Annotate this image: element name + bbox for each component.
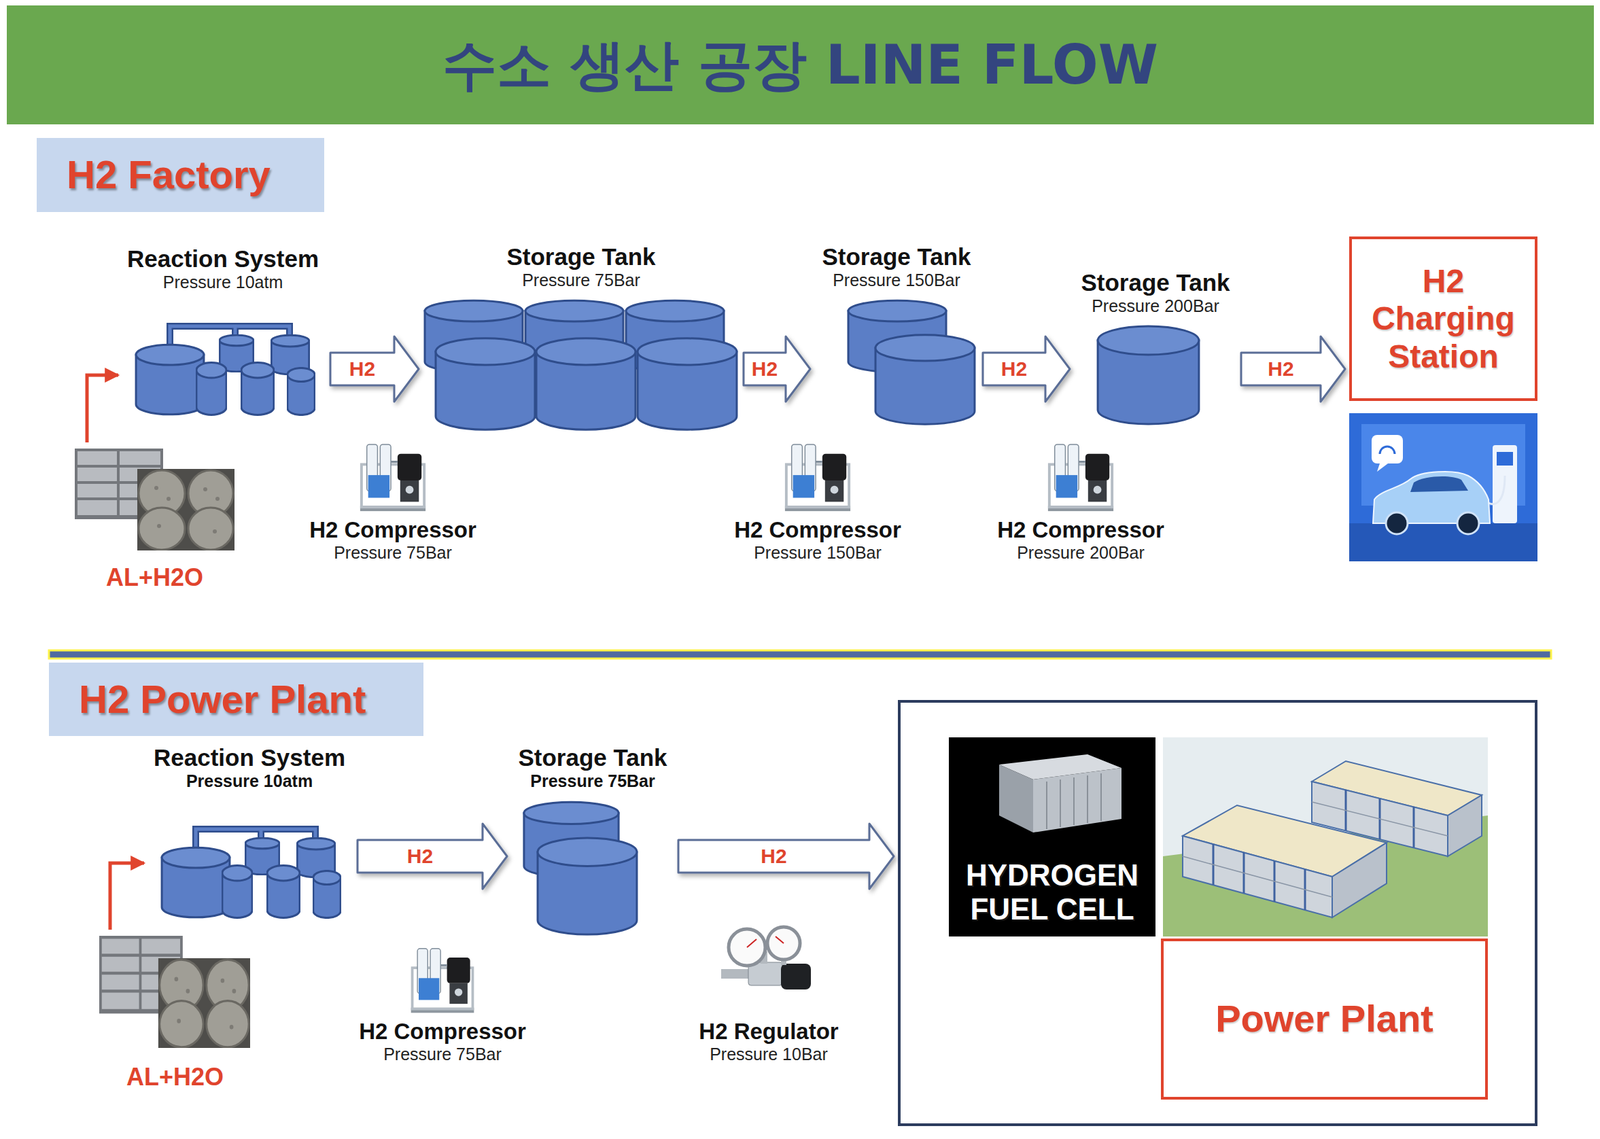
compressor: H2 CompressorPressure 200Bar <box>988 440 1173 565</box>
compressor-illustration <box>785 444 851 512</box>
title-band <box>6 5 1594 125</box>
reaction-system: Reaction SystemPressure 10atm <box>119 244 327 420</box>
node-title: H2 Charging Station <box>1355 262 1531 376</box>
tank-group-illustration <box>848 300 975 425</box>
node-subtitle: Pressure 10Bar <box>709 1044 828 1065</box>
node-title: AL+H2O <box>126 1062 224 1092</box>
node-subtitle: Pressure 200Bar <box>1091 296 1220 317</box>
compressor-illustration <box>360 444 426 512</box>
node-title: H2 Compressor <box>358 1018 527 1045</box>
flow-label: H2 <box>405 844 435 869</box>
node-title: H2 Compressor <box>997 517 1165 544</box>
node-subtitle: Pressure 10atm <box>186 771 313 792</box>
fuel-cell-photo <box>948 737 1156 937</box>
flow-arrow <box>357 823 508 890</box>
regulator-illustration <box>721 927 811 990</box>
node-title: H2 Factory <box>66 152 271 198</box>
compressor-illustration <box>1048 444 1114 512</box>
reaction-system: Reaction SystemPressure 10atm <box>145 742 354 928</box>
flow-arrow <box>743 336 811 402</box>
storage-tank: Storage TankPressure 200Bar <box>1073 267 1238 436</box>
flow-label: H2 <box>999 356 1029 382</box>
reactor-illustration <box>161 829 341 919</box>
node-subtitle: Pressure 150Bar <box>832 270 961 291</box>
flow-label: H2 <box>1266 356 1295 382</box>
compressor-illustration <box>411 948 475 1014</box>
node-subtitle: Pressure 200Bar <box>1016 543 1145 563</box>
compressor: H2 CompressorPressure 150Bar <box>725 440 910 565</box>
title-text: 수소 생산 공장 LINE FLOW <box>442 35 1159 96</box>
reactor-illustration <box>135 326 315 416</box>
node-title: Power Plant <box>1215 997 1434 1041</box>
section-tab: H2 Power Plant <box>48 662 424 737</box>
feed-arrow <box>87 375 119 443</box>
node-title: H2 Power Plant <box>78 676 366 723</box>
node-title: AL+H2O <box>106 562 204 593</box>
feedstock: AL+H2O <box>95 932 255 1095</box>
charging-station-box: H2 Charging Station <box>1349 236 1538 402</box>
node-title: Storage Tank <box>1080 269 1230 297</box>
storage-tank: Storage TankPressure 150Bar <box>814 241 979 436</box>
power-plant-box: Power Plant <box>1160 938 1488 1100</box>
node-title: H2 Compressor <box>734 517 902 544</box>
node-subtitle: Pressure 150Bar <box>753 543 882 563</box>
title-holder: 수소 생산 공장 LINE FLOW <box>6 5 1594 125</box>
fuel-cell-panel: HYDROGEN FUEL CELL <box>948 737 1156 937</box>
flow-label: H2 <box>750 356 779 382</box>
feedstock: AL+H2O <box>71 445 238 595</box>
tank-group-illustration <box>524 802 637 935</box>
node-subtitle: Pressure 75Bar <box>530 771 655 792</box>
flow-label: H2 <box>759 844 788 869</box>
compressor: H2 CompressorPressure 75Bar <box>301 440 485 565</box>
flow-arrow <box>678 823 894 890</box>
aluminium-photo <box>74 448 235 551</box>
power-plant-area: HYDROGEN FUEL CELL Power Plant <box>897 700 1538 1127</box>
node-title: Reaction System <box>127 245 319 273</box>
node-subtitle: Pressure 75Bar <box>522 270 641 291</box>
section-tab: H2 Factory <box>36 137 325 213</box>
flow-label: H2 <box>348 356 377 382</box>
node-title: H2 Regulator <box>698 1018 839 1045</box>
regulator: H2 RegulatorPressure 10Bar <box>676 920 861 1066</box>
node-title: Storage Tank <box>517 744 667 772</box>
power-plant-photo <box>1162 737 1488 937</box>
node-subtitle: Pressure 10atm <box>163 272 283 293</box>
node-title: Storage Tank <box>821 243 971 271</box>
tank-illustration <box>1097 326 1199 425</box>
compressor: H2 CompressorPressure 75Bar <box>350 943 535 1066</box>
aluminium-photo <box>99 935 251 1049</box>
charging-illustration <box>1349 413 1538 562</box>
node-title: H2 Compressor <box>309 517 477 544</box>
tank-group-illustration <box>424 300 737 430</box>
node-title: HYDROGEN FUEL CELL <box>954 858 1151 928</box>
node-title: Storage Tank <box>506 243 656 271</box>
flow-arrow <box>1241 336 1346 402</box>
section-divider <box>48 650 1552 659</box>
flow-arrow <box>330 336 419 402</box>
flow-arrow <box>982 336 1070 402</box>
node-subtitle: Pressure 75Bar <box>333 543 452 563</box>
node-subtitle: Pressure 75Bar <box>383 1044 502 1065</box>
storage-tank: Storage TankPressure 75Bar <box>511 742 675 940</box>
node-title: Reaction System <box>153 744 346 772</box>
storage-tank: Storage TankPressure 75Bar <box>422 241 740 436</box>
feed-arrow <box>110 863 145 930</box>
